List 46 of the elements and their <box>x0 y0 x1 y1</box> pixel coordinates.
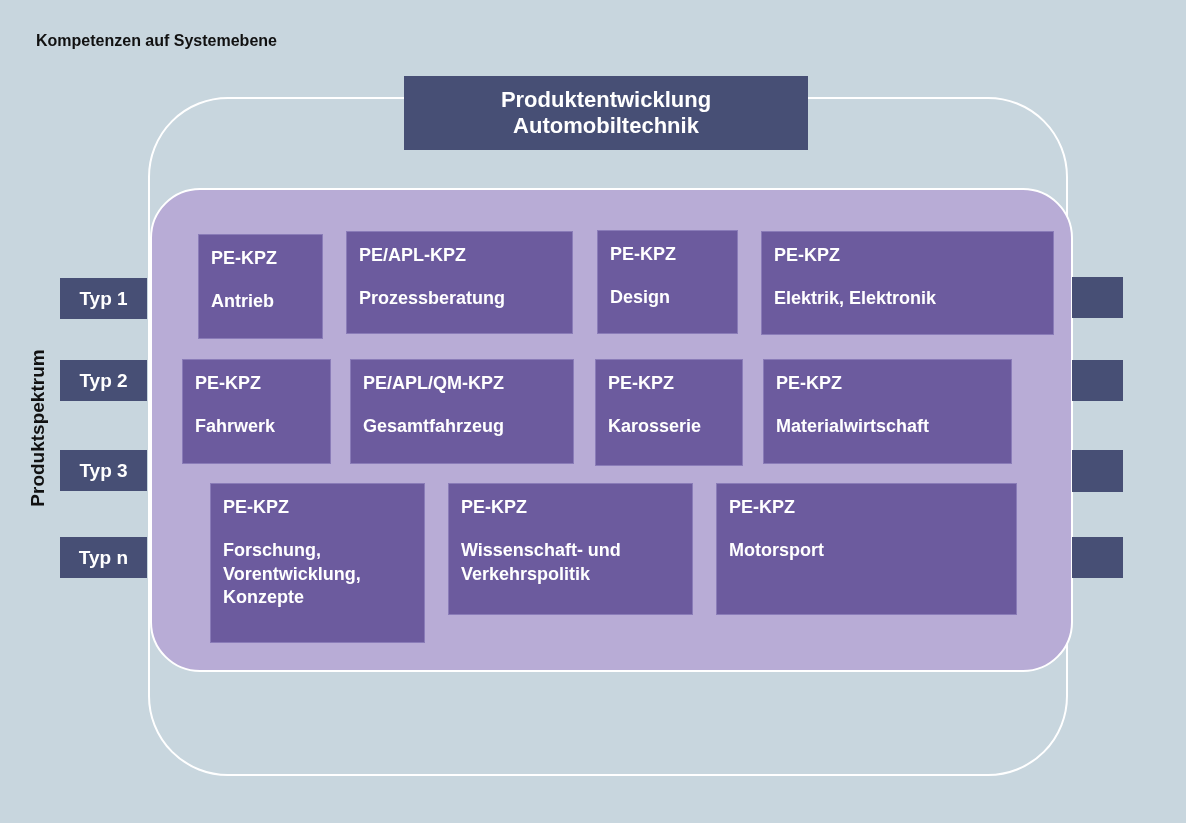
box-heading: PE-KPZ <box>608 372 675 395</box>
diagram-title: Kompetenzen auf Systemebene <box>36 32 277 50</box>
competence-box <box>210 483 425 643</box>
competence-box <box>198 234 323 339</box>
box-text: Fahrwerk <box>195 415 277 439</box>
box-text: Gesamtfahrzeug <box>363 415 506 439</box>
side-bar <box>1072 537 1123 578</box>
side-bar <box>1072 360 1123 401</box>
competence-box <box>448 483 693 615</box>
axis-label: Produktspektrum <box>27 349 49 507</box>
box-text: Motorsport <box>729 539 825 563</box>
box-text: Design <box>610 286 671 310</box>
box-text: Materialwirtschaft <box>776 415 931 439</box>
box-heading: PE/APL/QM-KPZ <box>363 372 505 395</box>
competence-box <box>595 359 743 466</box>
box-text: Antrieb <box>211 290 275 314</box>
box-text: Forschung, Vorentwicklung, Konzepte <box>223 539 362 610</box>
box-heading: PE-KPZ <box>729 496 796 519</box>
competence-box <box>716 483 1017 615</box>
type-label: Typ 3 <box>60 450 147 491</box>
inner-panel <box>150 188 1073 672</box>
competence-box <box>346 231 573 334</box>
type-label: Typ 1 <box>60 278 147 319</box>
box-heading: PE-KPZ <box>461 496 528 519</box>
heading-box: Produktentwicklung Automobiltechnik <box>404 76 808 150</box>
rounded-frame <box>148 76 1073 776</box>
box-heading: PE-KPZ <box>610 243 677 266</box>
box-heading: PE-KPZ <box>774 244 841 267</box>
competence-box <box>761 231 1054 335</box>
box-heading: PE-KPZ <box>211 247 278 270</box>
type-label: Typ n <box>60 537 147 578</box>
competence-box <box>597 230 738 334</box>
side-bar <box>1072 450 1123 492</box>
competence-box <box>350 359 574 464</box>
box-text: Elektrik, Elektronik <box>774 287 938 311</box>
type-label: Typ 2 <box>60 360 147 401</box>
box-heading: PE-KPZ <box>223 496 290 519</box>
side-bar <box>1072 277 1123 318</box>
competence-box <box>182 359 331 464</box>
box-text: Prozessberatung <box>359 287 507 311</box>
box-heading: PE/APL-KPZ <box>359 244 467 267</box>
box-heading: PE-KPZ <box>195 372 262 395</box>
competence-box <box>763 359 1012 464</box>
box-heading: PE-KPZ <box>776 372 843 395</box>
box-text: Karosserie <box>608 415 703 439</box>
box-text: Wissenschaft- und Verkehrspolitik <box>461 539 622 586</box>
